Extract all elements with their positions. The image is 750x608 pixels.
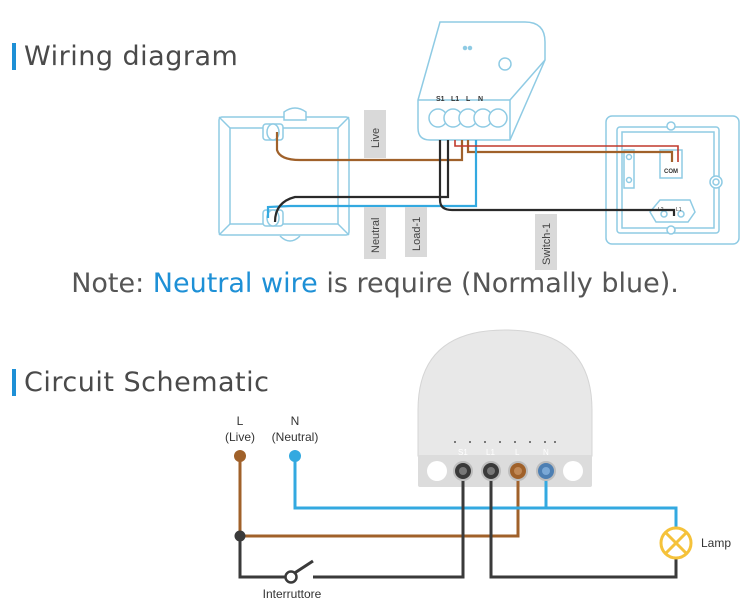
live-label: L bbox=[237, 414, 244, 428]
live-source-dot bbox=[234, 450, 246, 462]
junction-box bbox=[218, 107, 350, 242]
module-terminal-l1: L1 bbox=[451, 96, 459, 103]
schematic-load-wire bbox=[489, 472, 678, 579]
lamp-label: Lamp bbox=[701, 536, 731, 550]
schematic-switch-in bbox=[238, 536, 285, 579]
live-sub-label: (Live) bbox=[225, 430, 255, 444]
wire-load bbox=[273, 140, 450, 223]
neutral-label: N bbox=[291, 414, 300, 428]
wire-live-junction bbox=[275, 132, 464, 162]
schematic-switch-to-s1 bbox=[313, 472, 465, 579]
lamp-icon bbox=[659, 526, 693, 560]
module-terminal-l: L bbox=[466, 96, 471, 103]
neutral-source-dot bbox=[289, 450, 301, 462]
switch-com-label: COM bbox=[664, 169, 678, 175]
schematic-terminal-n: N bbox=[543, 448, 549, 457]
note-suffix: is require (Normally blue). bbox=[317, 268, 679, 299]
schematic-neutral-wire bbox=[293, 456, 548, 510]
tag-switch: Switch-1 bbox=[541, 223, 553, 265]
wiring-diagram-title: Wiring diagram bbox=[12, 41, 238, 72]
tag-load: Load-1 bbox=[411, 217, 423, 251]
live-junction-dot bbox=[234, 530, 246, 542]
module-terminal-labels: S1 L1 L N bbox=[436, 96, 483, 103]
wire-tags: Live Neutral Load-1 Switch-1 bbox=[364, 110, 557, 270]
module-terminal-n: N bbox=[478, 96, 483, 103]
wire-switch bbox=[438, 140, 676, 216]
wiring-diagram-title-text: Wiring diagram bbox=[24, 41, 239, 72]
schematic-live-to-module bbox=[240, 472, 520, 538]
circuit-schematic-title-text: Circuit Schematic bbox=[24, 367, 270, 398]
tag-live: Live bbox=[370, 128, 382, 148]
tag-neutral: Neutral bbox=[370, 218, 382, 253]
relay-module bbox=[417, 21, 546, 141]
switch-label: Interruttore bbox=[263, 587, 322, 601]
note-highlight: Neutral wire bbox=[152, 268, 318, 299]
module-terminal-s1: S1 bbox=[436, 96, 445, 103]
neutral-wire-note: Note: Neutral wire is require (Normally … bbox=[0, 268, 750, 299]
wire-neutral bbox=[266, 140, 478, 218]
wire-live-com bbox=[454, 140, 679, 162]
title-accent-bar bbox=[12, 43, 16, 70]
schematic-neutral-to-lamp bbox=[546, 506, 678, 528]
note-prefix: Note: bbox=[71, 268, 153, 299]
schematic-terminals bbox=[453, 461, 556, 481]
schematic-labels: L (Live) N (Neutral) Lamp Interruttore bbox=[225, 414, 731, 601]
schematic-wires bbox=[238, 456, 678, 579]
schematic-terminal-s1: S1 bbox=[458, 448, 468, 457]
switch-term-l1: L1 bbox=[676, 207, 682, 213]
schematic-terminal-l1: L1 bbox=[486, 448, 495, 457]
schematic-module bbox=[417, 329, 593, 487]
title-accent-bar bbox=[12, 369, 16, 396]
circuit-schematic-title: Circuit Schematic bbox=[12, 367, 269, 398]
wall-switch bbox=[605, 115, 740, 245]
neutral-sub-label: (Neutral) bbox=[272, 430, 319, 444]
schematic-terminal-l: L bbox=[515, 448, 520, 457]
wiring-wires bbox=[266, 132, 679, 223]
switch-contact-icon bbox=[284, 570, 298, 584]
schematic-terminal-labels: S1 L1 L N bbox=[458, 448, 549, 457]
